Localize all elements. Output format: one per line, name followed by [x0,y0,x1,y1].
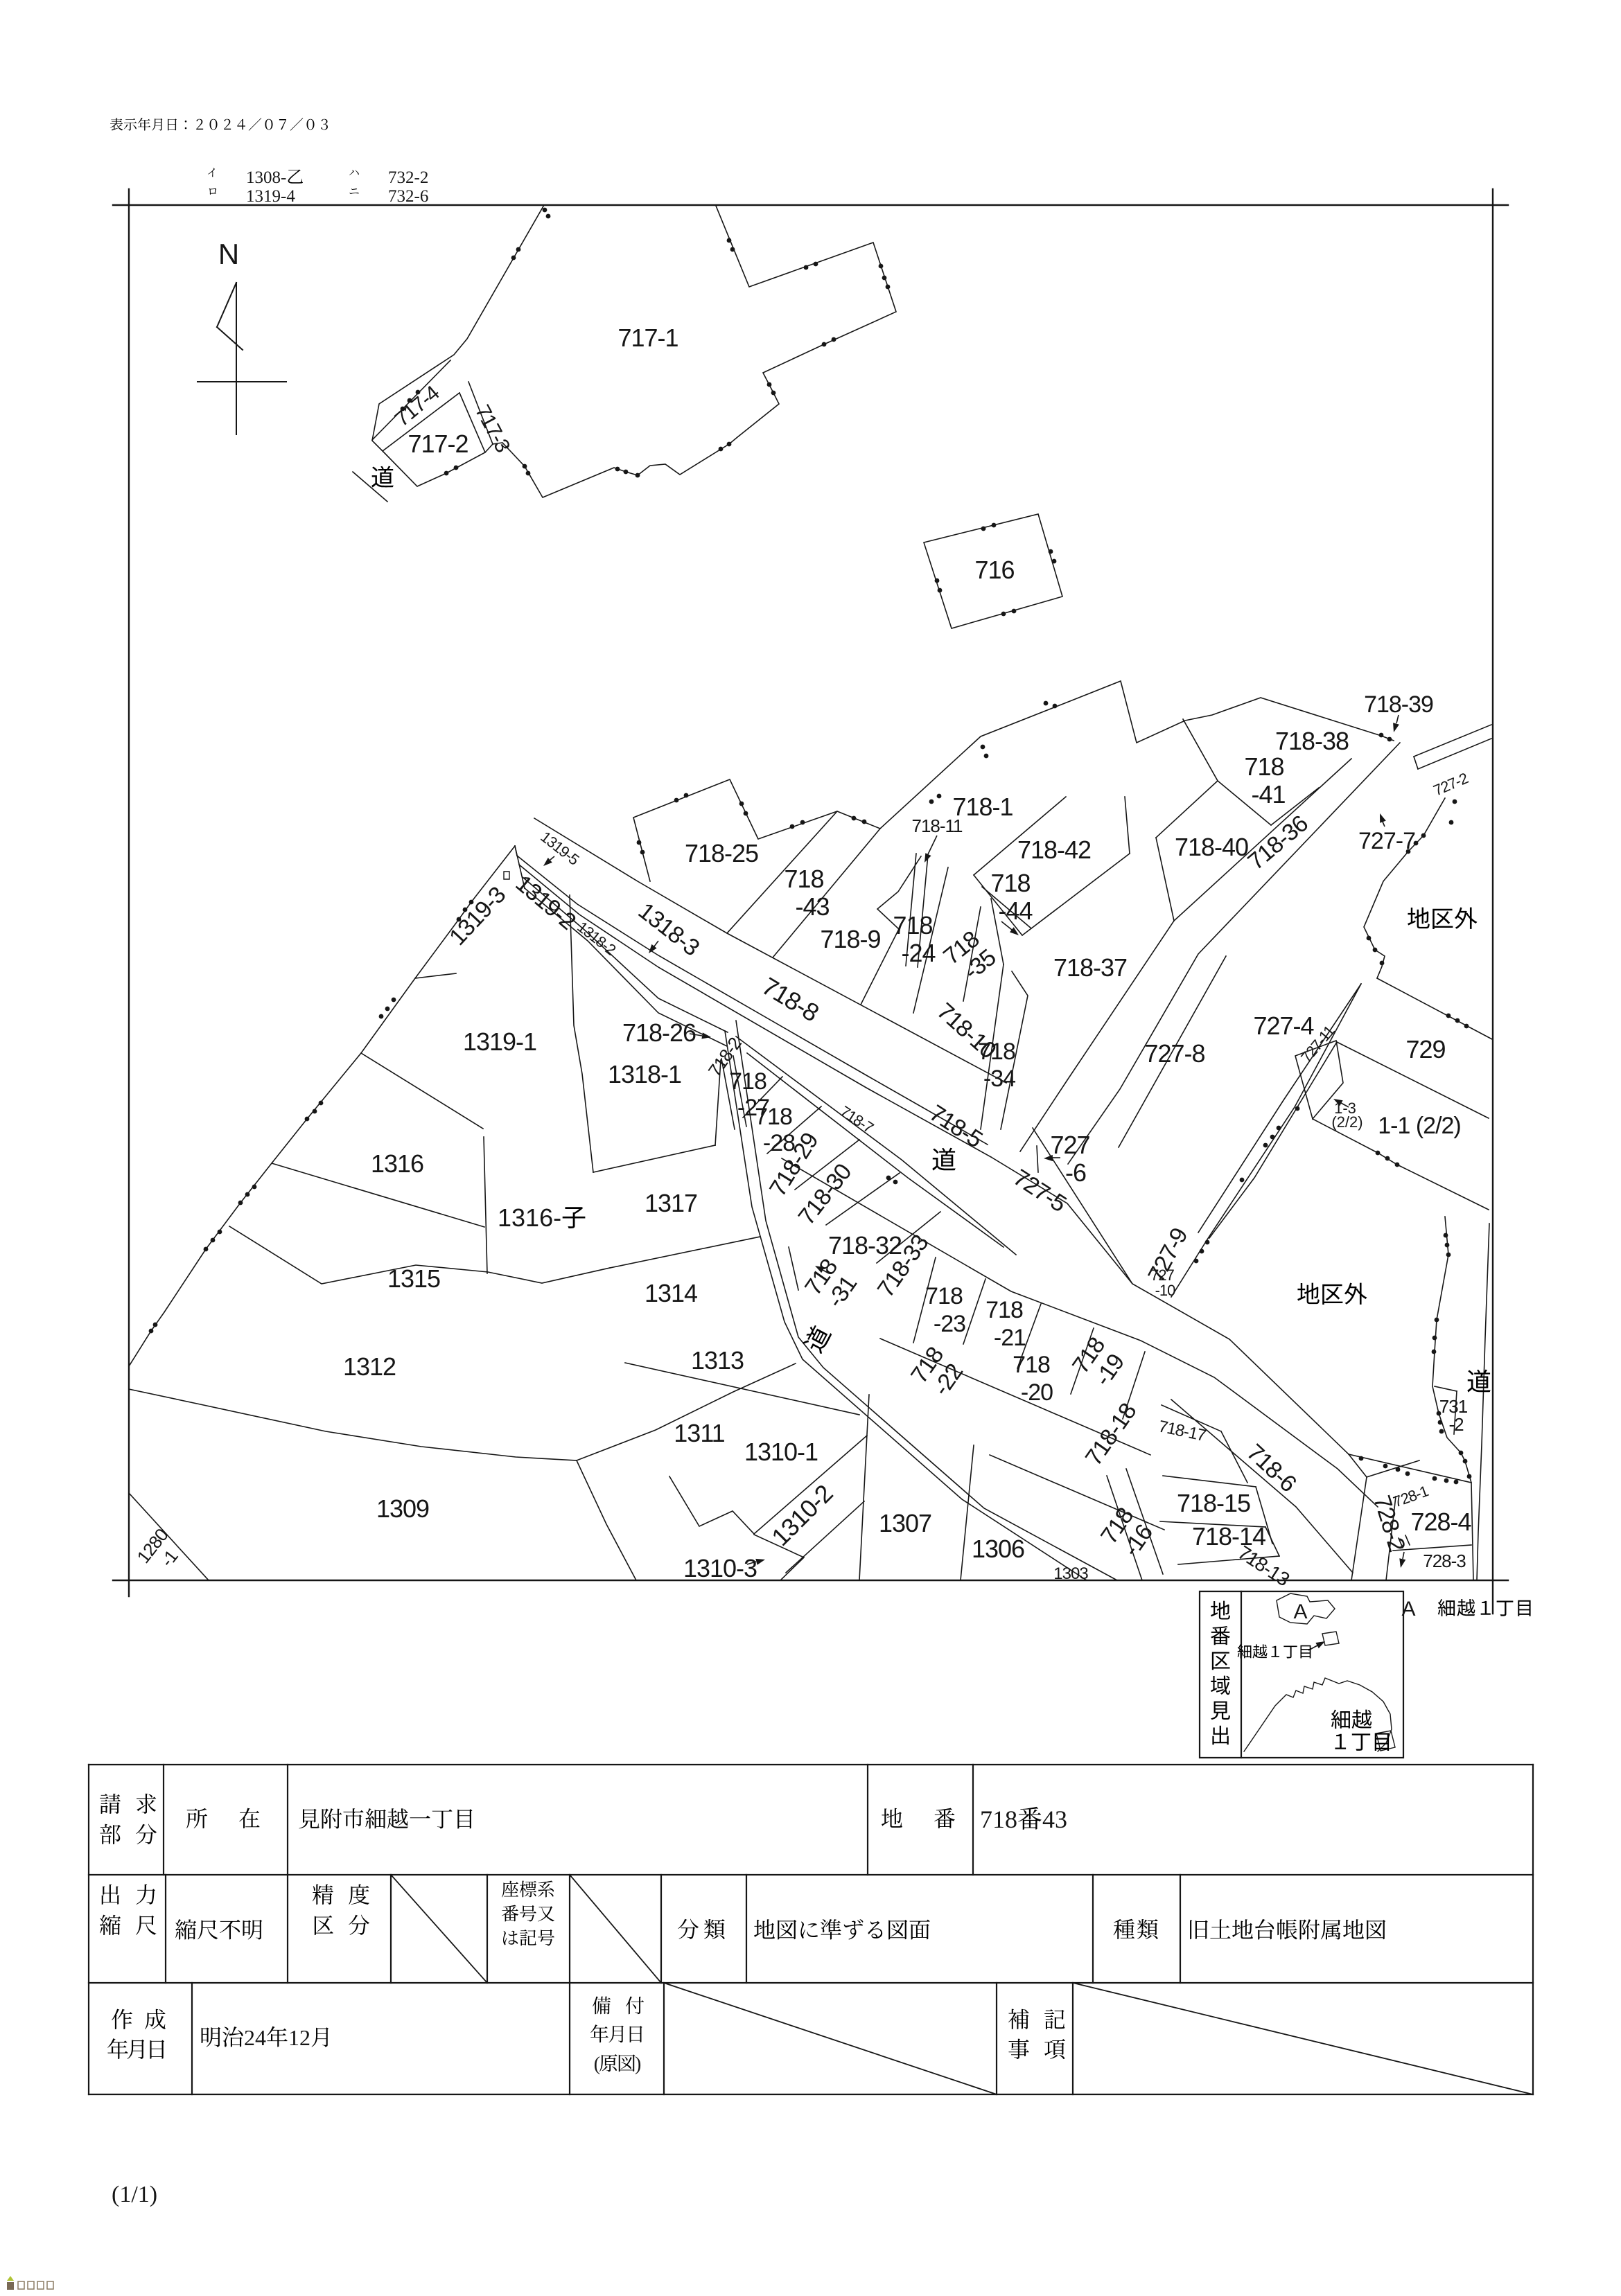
svg-text:728-4: 728-4 [1410,1508,1471,1536]
svg-text:727: 727 [1050,1131,1089,1159]
svg-text:1316: 1316 [371,1149,423,1178]
svg-text:732-2: 732-2 [388,168,428,187]
svg-text:A: A [1401,1598,1415,1621]
svg-text:718-38: 718-38 [1275,727,1349,755]
svg-text:1311: 1311 [674,1419,724,1447]
svg-text:1319-4: 1319-4 [246,187,295,206]
svg-text:A: A [1293,1600,1307,1623]
svg-text:-34: -34 [983,1066,1015,1092]
svg-text:718-1: 718-1 [952,793,1013,821]
svg-text:1316-: 1316- [498,1203,561,1232]
svg-text:-21: -21 [994,1325,1026,1351]
svg-text:718-17: 718-17 [1157,1417,1207,1445]
svg-text:718: 718 [990,869,1030,897]
svg-text:N: N [218,238,239,270]
svg-text:12: 12 [288,2025,310,2050]
svg-text:717-1: 717-1 [617,324,678,352]
svg-text:1-3: 1-3 [1334,1100,1356,1117]
svg-text:718-42: 718-42 [1017,836,1091,864]
svg-text:718-39: 718-39 [1364,691,1433,718]
svg-text:718-40: 718-40 [1175,833,1248,861]
svg-text:718-5: 718-5 [925,1100,987,1154]
svg-text:718-32: 718-32 [828,1231,902,1260]
svg-text:718: 718 [784,865,823,893]
svg-text:1310-1: 1310-1 [744,1438,818,1466]
svg-text:(1/1): (1/1) [112,2182,157,2207]
svg-text:(2/2): (2/2) [1331,1113,1362,1131]
svg-text:-28: -28 [763,1130,795,1156]
svg-text:1315: 1315 [387,1264,440,1293]
svg-text:-43: -43 [795,892,829,921]
svg-text:-10: -10 [1155,1282,1176,1299]
svg-text:727-2: 727-2 [1431,769,1471,799]
svg-text:718-37: 718-37 [1053,953,1127,982]
svg-text:1318-1: 1318-1 [608,1060,681,1088]
svg-text:1314: 1314 [645,1279,697,1307]
svg-text:1317: 1317 [645,1189,697,1217]
svg-text:43: 43 [1042,1805,1067,1833]
svg-text:718-26: 718-26 [622,1018,696,1047]
svg-text:727-4: 727-4 [1253,1012,1313,1040]
svg-text:1318-2: 1318-2 [574,918,619,959]
svg-text:1309: 1309 [376,1494,429,1523]
svg-text:718-18: 718-18 [1080,1399,1141,1471]
svg-text:718-15: 718-15 [1177,1489,1250,1517]
svg-text:718: 718 [985,1297,1023,1323]
svg-text:718-14: 718-14 [1192,1522,1265,1551]
svg-text:1319-1: 1319-1 [463,1027,536,1056]
svg-text:-20: -20 [1021,1379,1053,1406]
svg-text:718-25: 718-25 [685,839,758,867]
svg-text:717-2: 717-2 [408,430,468,458]
svg-text:731: 731 [1439,1396,1468,1417]
svg-text:1308-: 1308- [246,168,286,187]
svg-text:718: 718 [729,1068,766,1095]
svg-text:718: 718 [755,1104,792,1130]
svg-text:-27: -27 [737,1095,769,1121]
svg-text:(: ( [594,2054,600,2075]
svg-text:): ) [635,2054,641,2075]
svg-text:-44: -44 [998,897,1032,925]
svg-text:718: 718 [1013,1352,1050,1378]
svg-text:1313: 1313 [691,1346,744,1375]
svg-text:1-1 (2/2): 1-1 (2/2) [1378,1113,1461,1139]
svg-text:718: 718 [978,1039,1015,1065]
svg-text:1310-2: 1310-2 [766,1479,838,1551]
svg-text:727: 727 [1150,1266,1174,1284]
svg-text:717-3: 717-3 [471,401,514,456]
svg-text:732-6: 732-6 [388,187,428,206]
svg-text:-24: -24 [901,939,935,967]
svg-text:718: 718 [980,1805,1017,1833]
svg-text:1310-3: 1310-3 [683,1554,757,1582]
svg-text:718-9: 718-9 [820,925,880,953]
svg-text:729: 729 [1405,1035,1445,1063]
svg-text:-2: -2 [1448,1414,1464,1435]
svg-text:727-8: 727-8 [1144,1039,1204,1068]
svg-text:717-4: 717-4 [391,382,444,432]
svg-text:716: 716 [974,556,1014,584]
svg-text:24: 24 [244,2025,266,2050]
svg-text:718: 718 [893,911,932,939]
svg-text:1303: 1303 [1053,1564,1088,1583]
svg-text:-6: -6 [1065,1158,1086,1187]
svg-text:727-7: 727-7 [1358,828,1415,854]
svg-text:718: 718 [1244,752,1283,781]
svg-text:1312: 1312 [343,1352,396,1381]
svg-text:718-11: 718-11 [911,815,963,836]
svg-text:-23: -23 [934,1311,965,1337]
svg-text:1307: 1307 [879,1509,931,1537]
svg-text:1318-3: 1318-3 [633,898,704,961]
svg-text:728-1: 728-1 [1391,1482,1430,1510]
svg-text:728-3: 728-3 [1423,1551,1466,1571]
svg-text:1319-3: 1319-3 [444,882,511,951]
svg-text:1306: 1306 [972,1535,1024,1563]
svg-text:-41: -41 [1251,780,1285,809]
svg-text:718-7: 718-7 [837,1102,877,1136]
svg-text:718: 718 [925,1283,963,1309]
